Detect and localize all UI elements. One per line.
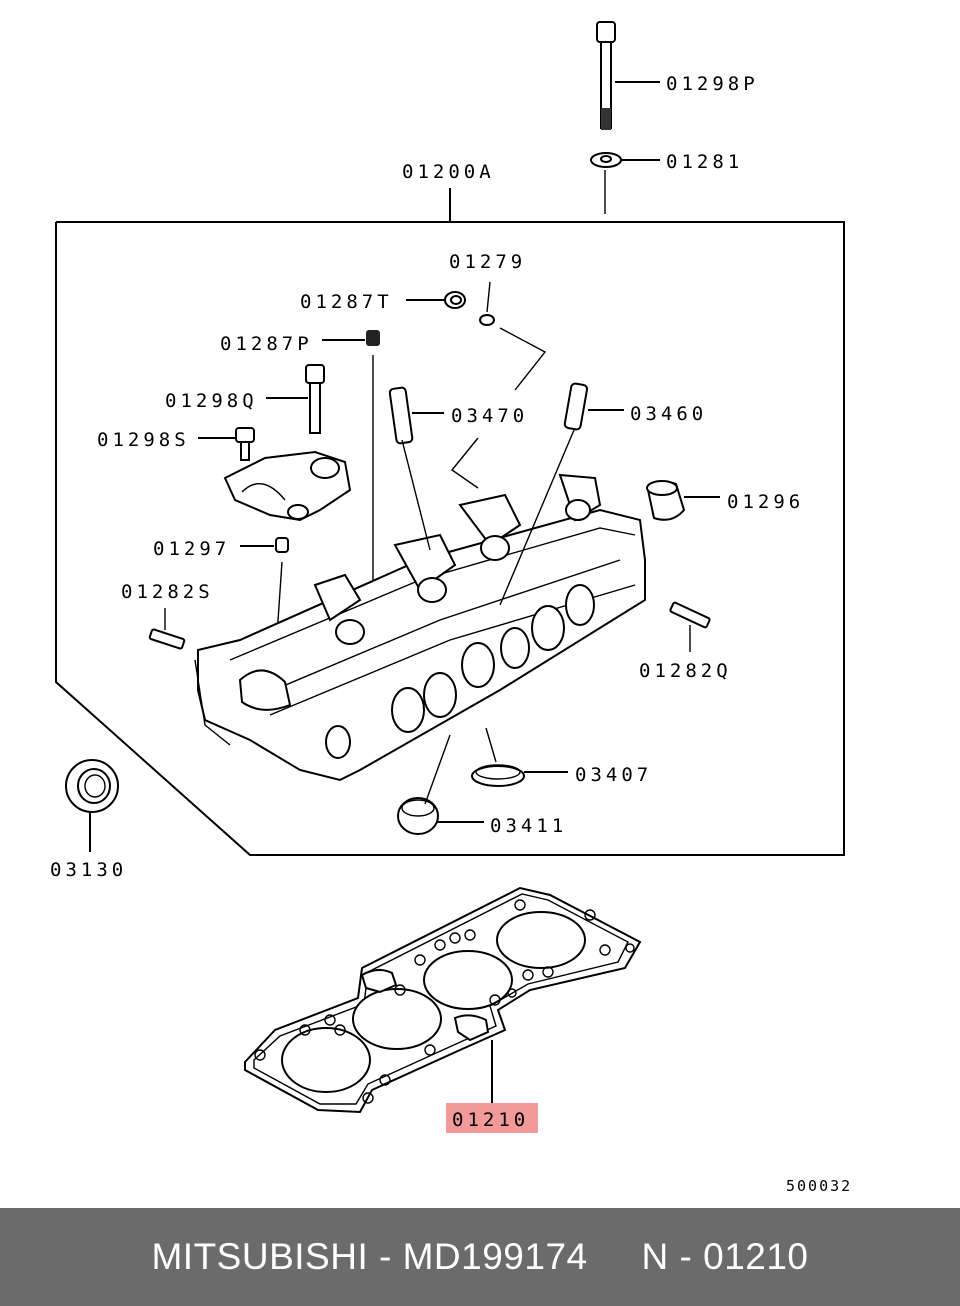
label-03130: 03130 (50, 859, 127, 881)
label-01282Q: 01282Q (639, 660, 732, 682)
highlight-box (446, 1103, 538, 1133)
label-01200A: 01200A (402, 161, 495, 183)
label-01279: 01279 (449, 251, 526, 273)
plug-part (366, 330, 380, 346)
label-01282S: 01282S (121, 581, 214, 603)
label-03460: 03460 (630, 403, 707, 425)
label-03407: 03407 (575, 764, 652, 786)
o-ring-part (479, 314, 495, 326)
assembly-frame (55, 221, 845, 856)
dowel-pin-part (275, 537, 289, 553)
label-01298Q: 01298Q (165, 390, 258, 412)
head-gasket-part (244, 886, 642, 1114)
label-01281: 01281 (666, 151, 743, 173)
label-01297: 01297 (153, 538, 230, 560)
label-01287P: 01287P (220, 333, 313, 355)
camshaft-cap-part (223, 450, 352, 522)
footer-part-info: MITSUBISHI - MD199174 N - 01210 (151, 1236, 809, 1277)
label-01296: 01296 (727, 491, 804, 513)
footer-bar: MITSUBISHI - MD199174 N - 01210 (0, 1208, 960, 1306)
bolt-part (305, 364, 325, 434)
parts-diagram: 01298P 01281 01200A 01279 01287T 01287P … (50, 21, 852, 1195)
label-03470: 03470 (451, 405, 528, 427)
label-01287T: 01287T (300, 291, 393, 313)
valve-guide-part (563, 382, 589, 431)
stud-part (669, 601, 711, 629)
head-bolt-part (596, 21, 616, 130)
label-01210: 01210 (452, 1109, 529, 1131)
valve-seat-ring-part (471, 764, 525, 787)
bolt-part (235, 427, 255, 461)
label-01298S: 01298S (97, 429, 190, 451)
label-01298P: 01298P (666, 73, 759, 95)
valve-seat-ring-part (397, 797, 439, 835)
seal-cap-part (646, 480, 686, 521)
valve-guide-part (388, 386, 414, 445)
figure-code: 500032 (786, 1177, 852, 1195)
label-03411: 03411 (490, 815, 567, 837)
stud-part (148, 628, 186, 650)
plug-part (444, 291, 466, 309)
cylinder-head-part (194, 473, 646, 782)
washer-part (590, 152, 622, 168)
oil-seal-part (65, 759, 119, 813)
